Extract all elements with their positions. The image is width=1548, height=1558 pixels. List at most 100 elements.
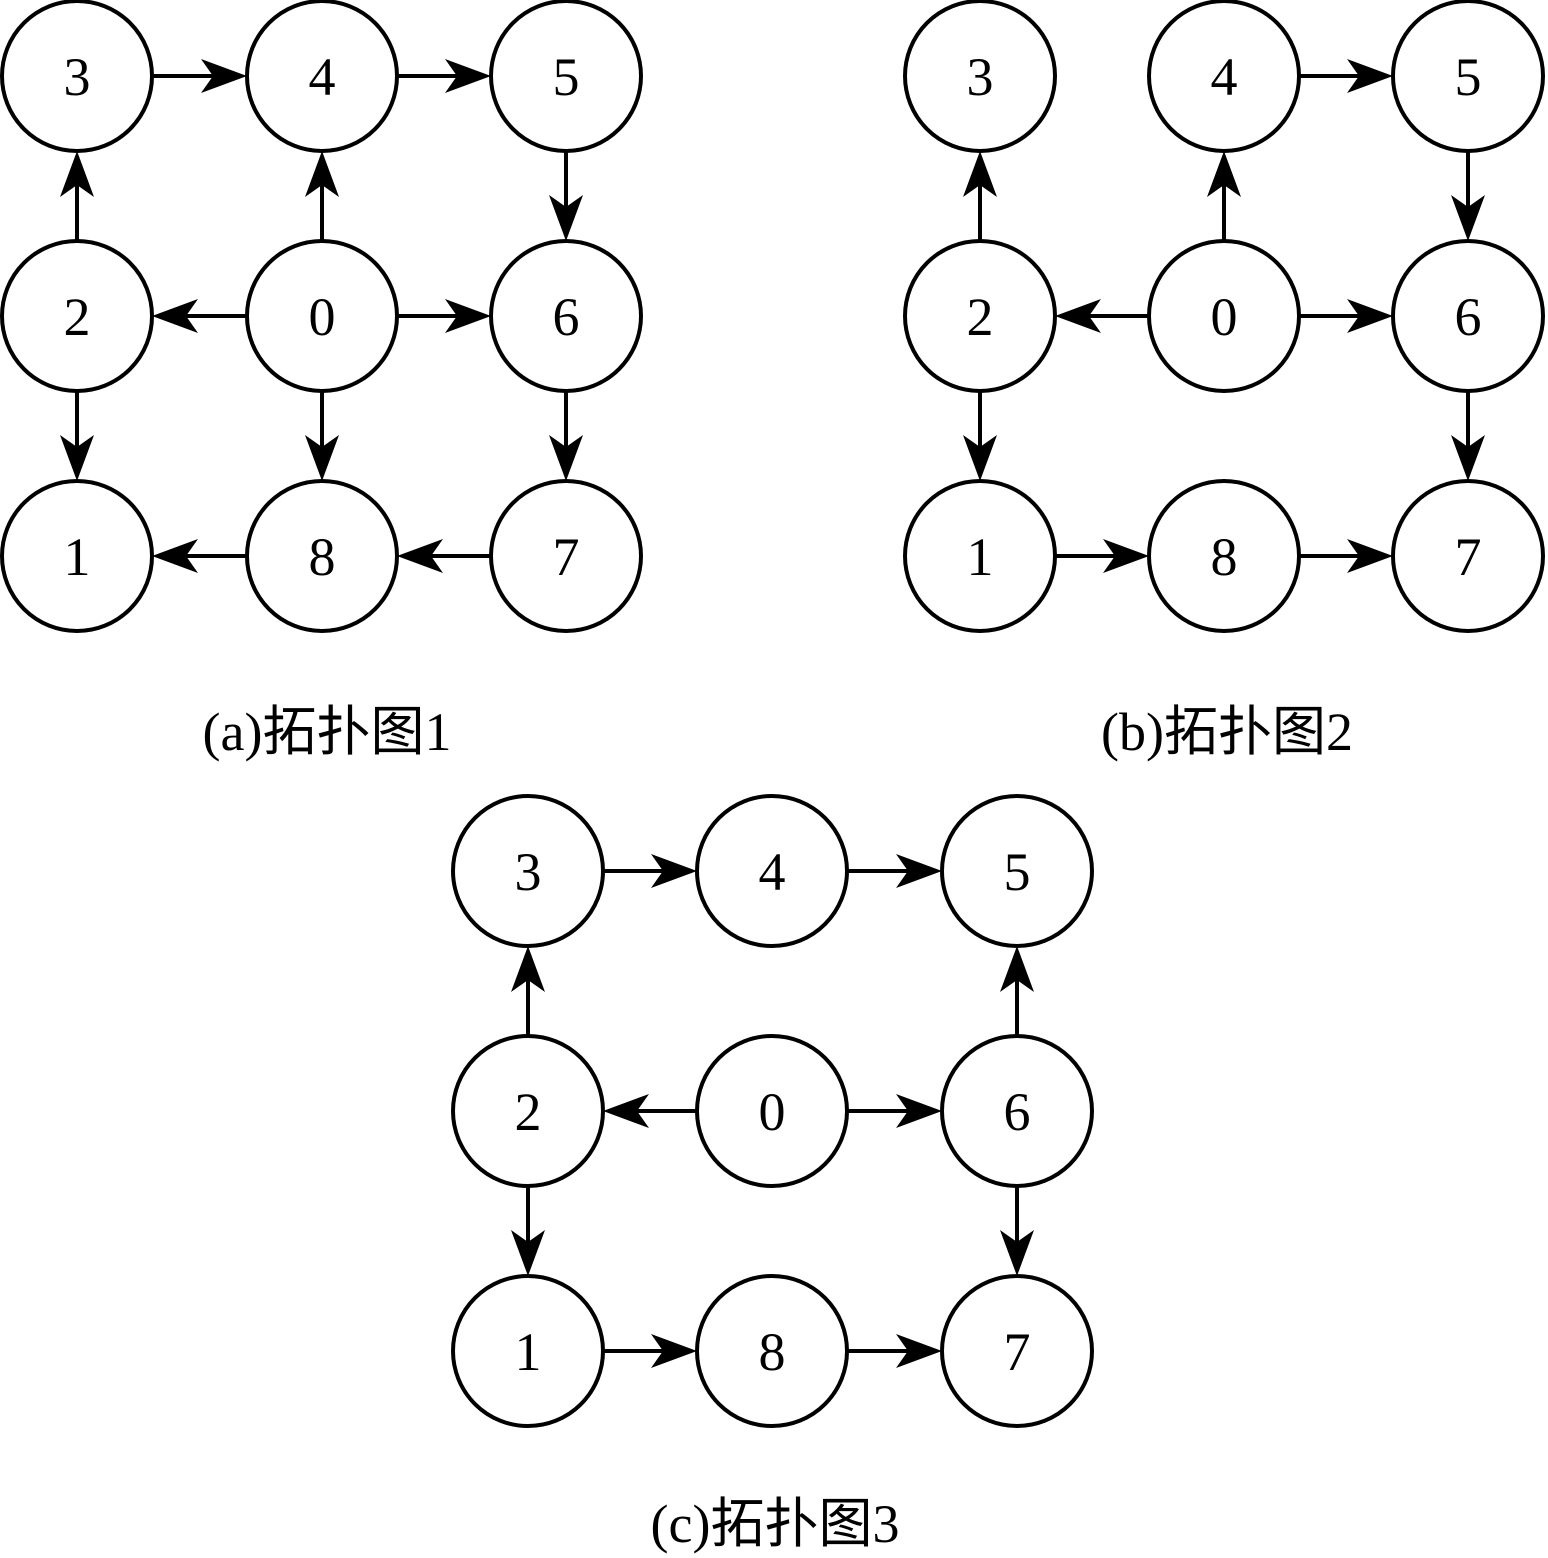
node-6: 6 [1391,239,1545,393]
edge-4-to-5 [847,854,942,888]
node-5: 5 [940,794,1094,948]
edge-0-to-6 [397,299,491,333]
node-label: 1 [64,527,91,587]
node-label: 5 [1455,47,1482,107]
node-circle [451,794,605,948]
arrowhead-icon [651,854,697,888]
node-label: 7 [1004,1322,1031,1382]
arrowhead-icon [1103,539,1149,573]
node-label: 2 [515,1082,542,1142]
arrowhead-icon [1451,195,1485,241]
node-0: 0 [695,1034,849,1188]
node-circle [695,1274,849,1428]
edge-3-to-4 [603,854,697,888]
node-circle [245,0,399,153]
edge-0-to-4 [305,151,339,241]
node-label: 2 [64,287,91,347]
edge-6-to-7 [1451,391,1485,481]
arrowhead-icon [201,59,247,93]
node-circle [451,1034,605,1188]
node-label: 0 [759,1082,786,1142]
caption: (c)拓扑图3 [651,1494,900,1554]
node-circle [1147,479,1301,633]
node-circle [245,479,399,633]
caption: (b)拓扑图2 [1101,702,1353,762]
caption: (a)拓扑图1 [203,702,452,762]
edge-4-to-5 [1299,59,1393,93]
node-label: 8 [309,527,336,587]
edge-2-to-3 [963,151,997,241]
arrowhead-icon [1347,299,1393,333]
edge-8-to-7 [847,1334,942,1368]
node-4: 4 [695,794,849,948]
node-label: 7 [553,527,580,587]
arrowhead-icon [1347,59,1393,93]
arrowhead-icon [305,151,339,197]
node-6: 6 [489,239,643,393]
arrowhead-icon [896,1094,942,1128]
node-circle [1147,239,1301,393]
edge-0-to-8 [305,391,339,481]
node-label: 3 [64,47,91,107]
node-label: 8 [1211,527,1238,587]
node-label: 6 [553,287,580,347]
edge-1-to-8 [1055,539,1149,573]
node-2: 2 [451,1034,605,1188]
node-label: 8 [759,1322,786,1382]
node-label: 4 [1211,47,1238,107]
node-5: 5 [1391,0,1545,153]
node-label: 3 [515,842,542,902]
node-circle [695,794,849,948]
node-circle [903,239,1057,393]
node-7: 7 [489,479,643,633]
arrowhead-icon [305,435,339,481]
edge-8-to-7 [1299,539,1393,573]
arrowhead-icon [1000,946,1034,992]
arrowhead-icon [511,1230,545,1276]
edge-2-to-1 [60,391,94,481]
node-circle [489,479,643,633]
edge-2-to-1 [963,391,997,481]
node-8: 8 [695,1274,849,1428]
arrowhead-icon [397,539,443,573]
node-circle [1391,479,1545,633]
node-3: 3 [451,794,605,948]
node-circle [1391,0,1545,153]
node-2: 2 [903,239,1057,393]
node-circle [451,1274,605,1428]
node-circle [903,479,1057,633]
edge-5-to-6 [549,151,583,241]
arrowhead-icon [60,151,94,197]
node-3: 3 [903,0,1057,153]
node-label: 7 [1455,527,1482,587]
edge-6-to-7 [1000,1186,1034,1276]
node-1: 1 [903,479,1057,633]
node-label: 3 [967,47,994,107]
node-circle [1147,0,1301,153]
diagram-c: 3 4 5 2 0 6 1 8 7 (c)拓扑图3 [451,794,1094,1554]
node-4: 4 [245,0,399,153]
node-circle [940,794,1094,948]
node-label: 6 [1455,287,1482,347]
arrowhead-icon [1207,151,1241,197]
edge-4-to-5 [397,59,491,93]
node-0: 0 [1147,239,1301,393]
node-0: 0 [245,239,399,393]
node-1: 1 [451,1274,605,1428]
node-circle [489,0,643,153]
node-label: 6 [1004,1082,1031,1142]
node-circle [1391,239,1545,393]
node-1: 1 [0,479,154,633]
edge-0-to-2 [603,1094,697,1128]
edge-7-to-8 [397,539,491,573]
node-label: 0 [1211,287,1238,347]
edge-0-to-2 [1055,299,1149,333]
node-label: 1 [967,527,994,587]
node-label: 5 [1004,842,1031,902]
node-circle [903,0,1057,153]
node-circle [940,1274,1094,1428]
arrowhead-icon [651,1334,697,1368]
arrowhead-icon [603,1094,649,1128]
